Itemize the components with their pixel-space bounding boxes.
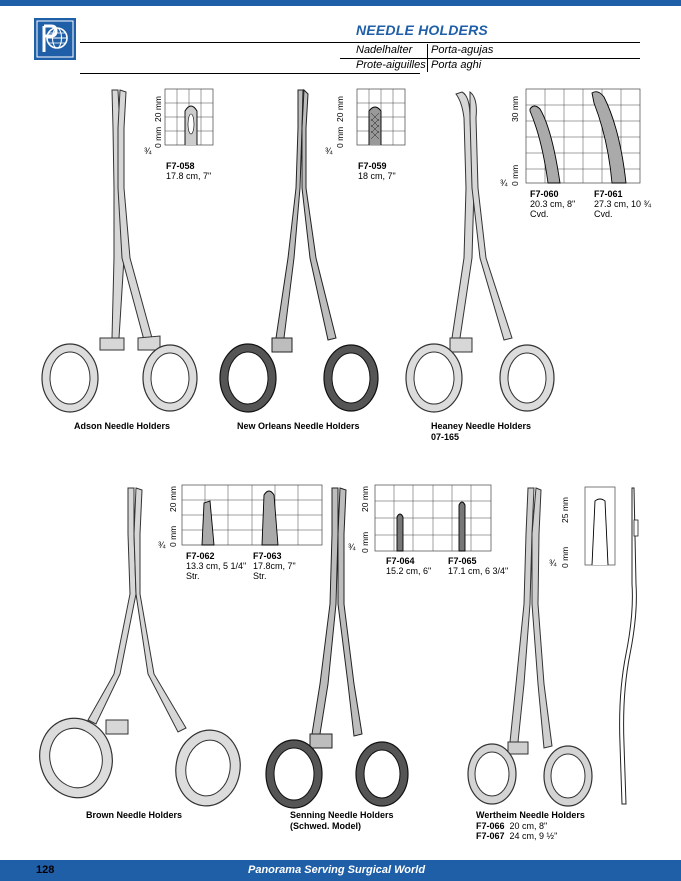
wertheim-scale-bottom: 0 mm	[560, 546, 570, 568]
brown-tip-scale-grid	[181, 484, 323, 546]
header-separator	[427, 44, 428, 72]
top-accent-bar	[0, 0, 681, 6]
senning-item1-code: F7-064	[386, 556, 415, 566]
adson-caption: Adson Needle Holders	[74, 421, 171, 431]
heaney-scale-top: 30 mm	[510, 96, 520, 122]
heaney-item2-note: Cvd.	[594, 209, 613, 219]
senning-scale-top: 20 mm	[360, 486, 370, 512]
title-french: Prote-aiguilles	[356, 59, 426, 71]
heaney-tip-scale-grid	[525, 88, 641, 184]
heaney-item2-size: 27.3 cm, 10 ¾	[594, 199, 652, 209]
new-orleans-ratio: ¾	[325, 146, 333, 156]
brown-item1-note: Str.	[186, 571, 200, 581]
heaney-item1-code: F7-060	[530, 189, 559, 199]
footer-slogan: Panorama Serving Surgical World	[248, 864, 426, 876]
new-orleans-caption: New Orleans Needle Holders	[237, 421, 360, 431]
page-number: 128	[36, 864, 55, 876]
adson-scale-top: 20 mm	[153, 96, 163, 122]
new-orleans-scale-bottom: 0 mm	[335, 126, 345, 148]
new-orleans-item-code: F7-059	[358, 161, 387, 171]
senning-caption: Senning Needle Holders	[290, 810, 394, 820]
brown-caption: Brown Needle Holders	[86, 810, 183, 820]
brown-scale-bottom: 0 mm	[168, 525, 178, 547]
brown-ratio: ¾	[158, 540, 166, 550]
adson-scale-bottom: 0 mm	[153, 126, 163, 148]
wertheim-item1: F7-066 20 cm, 8"	[476, 821, 548, 831]
new-orleans-needle-holder-image	[219, 88, 379, 413]
heaney-scale-bottom: 0 mm	[510, 164, 520, 186]
senning-model: (Schwed. Model)	[290, 821, 362, 831]
adson-tip-scale-grid	[164, 88, 214, 146]
wertheim-side-profile-image	[619, 487, 639, 805]
senning-item2-code: F7-065	[448, 556, 477, 566]
title-spanish: Porta-agujas	[431, 44, 494, 56]
adson-item-size: 17.8 cm, 7"	[166, 171, 212, 181]
wertheim-needle-holder-image	[467, 487, 593, 807]
senning-item2-size: 17.1 cm, 6 3/4"	[448, 566, 509, 576]
adson-ratio: ¾	[144, 146, 152, 156]
brown-needle-holder-image	[39, 487, 241, 807]
panorama-logo	[34, 18, 76, 60]
wertheim-tip-scale-grid	[584, 486, 616, 566]
senning-tip-scale-grid	[374, 484, 492, 552]
heaney-caption: Heaney Needle Holders	[431, 421, 532, 431]
adson-needle-holder-image	[41, 89, 198, 413]
footer-bar	[0, 860, 681, 881]
wertheim-scale-top: 25 mm	[560, 497, 570, 523]
heaney-ref: 07-165	[431, 432, 460, 442]
senning-scale-bottom: 0 mm	[360, 531, 370, 553]
title-italian: Porta aghi	[431, 59, 482, 71]
senning-ratio: ¾	[348, 542, 356, 552]
brown-scale-top: 20 mm	[168, 486, 178, 512]
adson-item-code: F7-058	[166, 161, 195, 171]
brown-item1-size: 13.3 cm, 5 1/4"	[186, 561, 247, 571]
brown-item2-size: 17.8cm, 7"	[253, 561, 296, 571]
wertheim-item2: F7-067 24 cm, 9 ½"	[476, 831, 558, 841]
title-german: Nadelhalter	[356, 44, 413, 56]
senning-needle-holder-image	[265, 487, 409, 809]
header-rule-mid	[340, 58, 640, 59]
header-rule-bottom	[80, 73, 420, 74]
brown-item1-code: F7-062	[186, 551, 215, 561]
heaney-item1-size: 20.3 cm, 8"	[530, 199, 576, 209]
wertheim-caption: Wertheim Needle Holders	[476, 810, 585, 820]
heaney-ratio: ¾	[500, 178, 508, 188]
senning-item1-size: 15.2 cm, 6"	[386, 566, 432, 576]
heaney-item1-note: Cvd.	[530, 209, 549, 219]
new-orleans-scale-top: 20 mm	[335, 96, 345, 122]
heaney-needle-holder-image	[405, 90, 555, 413]
brown-item2-note: Str.	[253, 571, 267, 581]
header-rule-top	[80, 42, 640, 43]
heaney-item2-code: F7-061	[594, 189, 623, 199]
new-orleans-tip-scale-grid	[356, 88, 406, 146]
wertheim-ratio: ¾	[549, 558, 557, 568]
brown-item2-code: F7-063	[253, 551, 282, 561]
page-title: NEEDLE HOLDERS	[356, 22, 488, 38]
new-orleans-item-size: 18 cm, 7"	[358, 171, 396, 181]
